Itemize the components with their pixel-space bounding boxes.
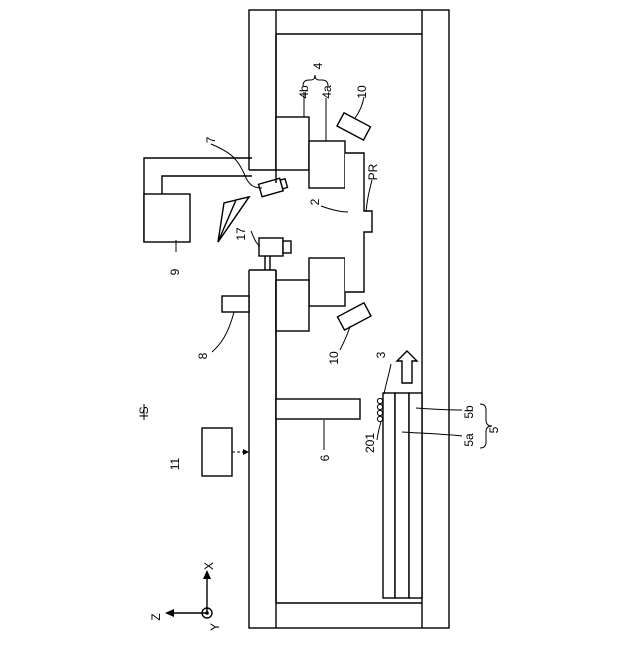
label-2: 2 xyxy=(308,198,322,205)
axis-label-x: X xyxy=(202,562,216,570)
label-7: 7 xyxy=(204,136,218,143)
label-201: 201 xyxy=(363,433,377,453)
light-guide-inner xyxy=(162,176,252,194)
axis-label-y: Y xyxy=(208,623,222,631)
camera-17-lens xyxy=(283,241,291,253)
unit-4a-lower xyxy=(309,258,345,306)
label-PR: PR xyxy=(366,163,380,180)
label-4b: 4b xyxy=(297,85,311,99)
component-6 xyxy=(276,399,360,419)
unit-4a-upper xyxy=(309,141,345,188)
brace-5 xyxy=(480,404,492,448)
unit-4b xyxy=(276,117,309,170)
y-axis-dot xyxy=(205,611,209,615)
label-10-lower: 10 xyxy=(327,351,341,365)
x-axis-arrow xyxy=(203,570,211,579)
label-17: 17 xyxy=(234,227,248,241)
controller-11 xyxy=(202,428,232,476)
controller-link-arrow xyxy=(243,449,249,455)
substrate-3 xyxy=(383,393,395,598)
label-3: 3 xyxy=(374,351,388,358)
label-4: 4 xyxy=(311,62,325,69)
label-8: 8 xyxy=(196,352,210,359)
coordinate-axes xyxy=(165,570,212,618)
label-5: 5 xyxy=(487,426,501,433)
layer-5b xyxy=(409,393,422,598)
label-IS: IS xyxy=(137,406,151,417)
label-4a: 4a xyxy=(320,85,334,99)
unit-4b-lower xyxy=(276,280,309,331)
light-source-9 xyxy=(144,194,190,242)
layer-5a xyxy=(395,393,409,598)
label-6: 6 xyxy=(318,454,332,461)
axis-label-z: Z xyxy=(149,613,163,620)
camera-17-body xyxy=(259,238,283,256)
label-9: 9 xyxy=(168,268,182,275)
leader-8 xyxy=(212,312,234,352)
component-8 xyxy=(222,296,249,312)
label-11: 11 xyxy=(168,457,182,470)
label-10-upper: 10 xyxy=(355,85,369,99)
z-axis-arrow xyxy=(165,609,174,617)
label-5a: 5a xyxy=(462,433,476,447)
label-5b: 5b xyxy=(462,405,476,419)
